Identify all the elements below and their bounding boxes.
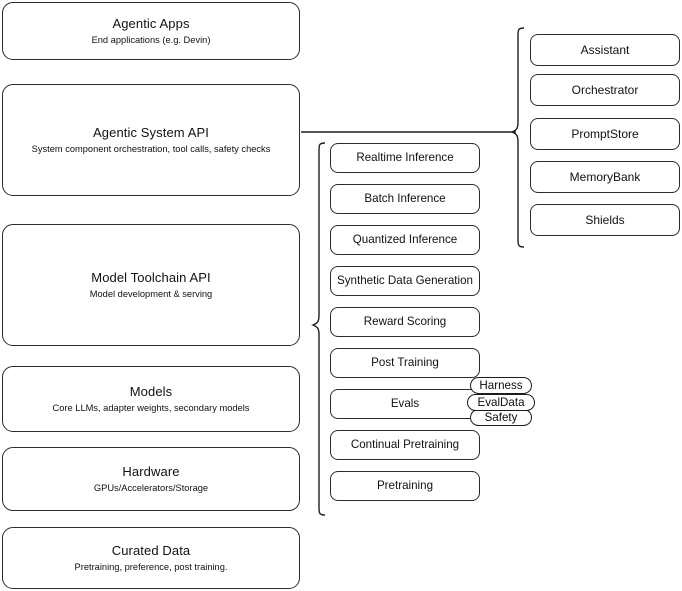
toolchain-item-label: Batch Inference bbox=[364, 192, 446, 205]
toolchain-item-realtime-inference[interactable]: Realtime Inference bbox=[330, 143, 480, 173]
layer-subtitle: Pretraining, preference, post training. bbox=[74, 562, 228, 572]
system-item-promptstore[interactable]: PromptStore bbox=[530, 118, 680, 150]
layer-subtitle: Core LLMs, adapter weights, secondary mo… bbox=[52, 403, 250, 413]
layer-subtitle: End applications (e.g. Devin) bbox=[91, 35, 211, 45]
system-item-label: PromptStore bbox=[571, 127, 639, 141]
toolchain-components-brace bbox=[311, 142, 326, 516]
toolchain-item-label: Continual Pretraining bbox=[350, 438, 460, 451]
toolchain-item-label: Reward Scoring bbox=[363, 315, 447, 328]
toolchain-item-label: Pretraining bbox=[376, 479, 434, 492]
layer-box-agentic-system-api[interactable]: Agentic System API System component orch… bbox=[2, 84, 300, 196]
system-item-assistant[interactable]: Assistant bbox=[530, 34, 680, 66]
toolchain-item-label: Evals bbox=[390, 397, 420, 410]
toolchain-item-quantized-inference[interactable]: Quantized Inference bbox=[330, 225, 480, 255]
toolchain-item-reward-scoring[interactable]: Reward Scoring bbox=[330, 307, 480, 337]
layer-title: Curated Data bbox=[111, 543, 191, 558]
layer-subtitle: GPUs/Accelerators/Storage bbox=[93, 483, 209, 493]
system-item-memorybank[interactable]: MemoryBank bbox=[530, 161, 680, 193]
layer-title: Agentic Apps bbox=[112, 16, 190, 31]
layer-box-agentic-apps[interactable]: Agentic Apps End applications (e.g. Devi… bbox=[2, 2, 300, 60]
evals-tag-evaldata[interactable]: EvalData bbox=[467, 394, 535, 411]
system-item-orchestrator[interactable]: Orchestrator bbox=[530, 74, 680, 106]
toolchain-item-pretraining[interactable]: Pretraining bbox=[330, 471, 480, 501]
system-item-shields[interactable]: Shields bbox=[530, 204, 680, 236]
layer-title: Models bbox=[129, 384, 173, 399]
layer-subtitle: System component orchestration, tool cal… bbox=[31, 144, 271, 154]
layer-title: Model Toolchain API bbox=[91, 270, 211, 285]
system-components-brace bbox=[510, 27, 525, 248]
layer-box-model-toolchain-api[interactable]: Model Toolchain API Model development & … bbox=[2, 224, 300, 346]
toolchain-item-label: Realtime Inference bbox=[356, 151, 454, 164]
system-item-label: Orchestrator bbox=[571, 83, 639, 97]
toolchain-item-evals[interactable]: Evals bbox=[330, 389, 480, 419]
system-item-label: Shields bbox=[585, 213, 625, 227]
toolchain-item-continual-pretraining[interactable]: Continual Pretraining bbox=[330, 430, 480, 460]
toolchain-item-label: Synthetic Data Generation bbox=[337, 274, 473, 287]
toolchain-item-label: Post Training bbox=[371, 356, 439, 369]
layer-box-models[interactable]: Models Core LLMs, adapter weights, secon… bbox=[2, 366, 300, 432]
evals-tag-safety[interactable]: Safety bbox=[470, 409, 532, 426]
layer-box-curated-data[interactable]: Curated Data Pretraining, preference, po… bbox=[2, 527, 300, 589]
toolchain-item-batch-inference[interactable]: Batch Inference bbox=[330, 184, 480, 214]
layer-title: Hardware bbox=[122, 464, 180, 479]
toolchain-item-post-training[interactable]: Post Training bbox=[330, 348, 480, 378]
system-item-label: Assistant bbox=[580, 43, 630, 57]
toolchain-item-label: Quantized Inference bbox=[352, 233, 458, 246]
layer-title: Agentic System API bbox=[93, 125, 209, 140]
system-item-label: MemoryBank bbox=[569, 170, 641, 184]
toolchain-item-synthetic-data-generation[interactable]: Synthetic Data Generation bbox=[330, 266, 480, 296]
layer-box-hardware[interactable]: Hardware GPUs/Accelerators/Storage bbox=[2, 447, 300, 511]
evals-tag-harness[interactable]: Harness bbox=[470, 377, 532, 394]
layer-subtitle: Model development & serving bbox=[89, 289, 213, 299]
